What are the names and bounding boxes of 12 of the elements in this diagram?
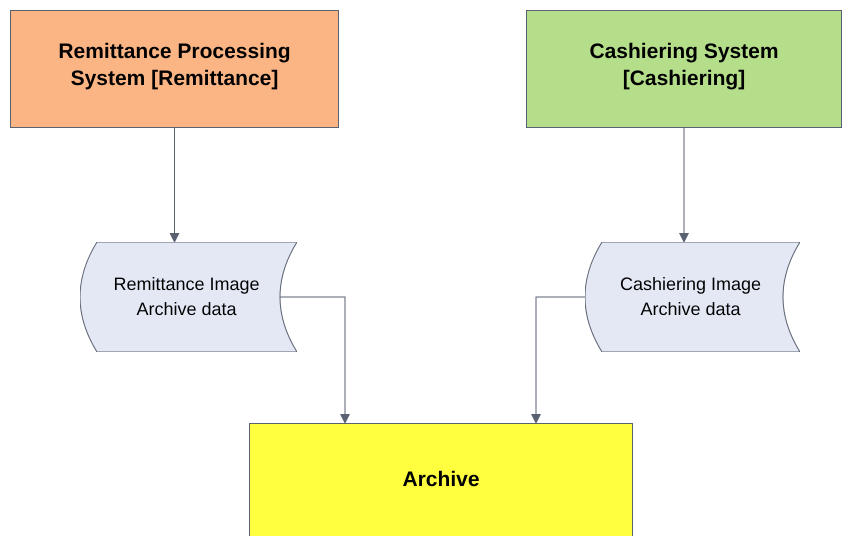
process-box: [10, 10, 339, 128]
node-label: Remittance Image Archive data: [112, 273, 261, 321]
arrow: [280, 296, 350, 424]
process-box: [249, 423, 633, 536]
box-title: Remittance Processing System [Remittance]: [57, 39, 292, 92]
arrow: [170, 128, 180, 243]
process-box: [526, 10, 842, 128]
box-title: Cashiering System [Cashiering]: [588, 39, 780, 92]
box-title: Archive: [402, 467, 480, 493]
arrow: [531, 296, 586, 424]
arrow: [679, 128, 689, 243]
node-label: Cashiering Image Archive data: [618, 273, 762, 321]
